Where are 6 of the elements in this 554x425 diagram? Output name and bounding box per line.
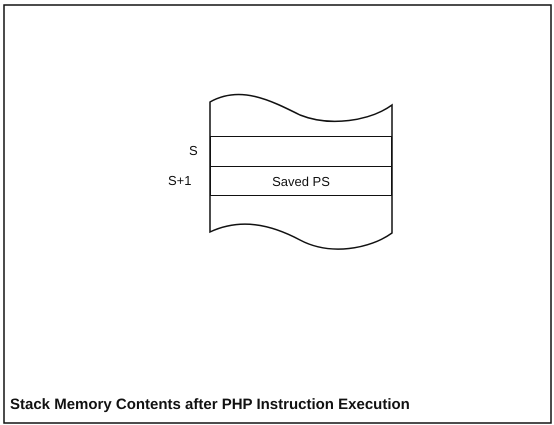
cell-text: Saved PS	[272, 174, 330, 188]
address-label: S+1	[168, 173, 192, 188]
address-label: S	[189, 143, 198, 158]
memory-cell	[210, 136, 392, 168]
memory-cell	[210, 166, 392, 196]
caption: Stack Memory Contents after PHP Instruction Execution	[10, 396, 410, 413]
